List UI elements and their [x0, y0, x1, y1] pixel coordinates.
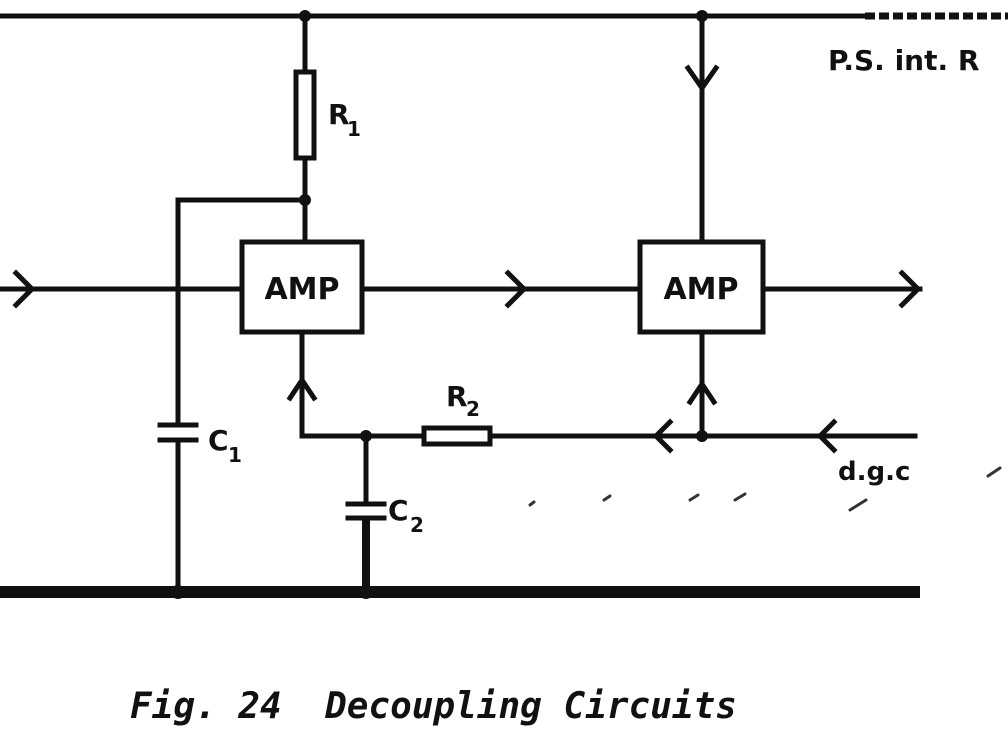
- scan-artifacts: [528, 466, 1002, 512]
- output-arrow-icon: [898, 269, 922, 309]
- r1-subscript: 1: [347, 117, 361, 141]
- c2-subscript: 2: [410, 513, 424, 537]
- agc-label: d.g.c: [838, 457, 910, 487]
- c2-letter: C: [388, 494, 409, 527]
- r2-subscript: 2: [466, 397, 480, 421]
- figure-caption: Fig. 24 Decoupling Circuits: [130, 686, 737, 727]
- amplifier-1-label: AMP: [264, 272, 339, 307]
- c2-label: C 2: [388, 494, 424, 537]
- c1-feed-wire: [175, 197, 308, 428]
- interstage-arrow-icon: [504, 269, 528, 309]
- amp1-agc-arrow-up-icon: [286, 375, 318, 402]
- r1-letter: R: [328, 98, 350, 131]
- agc-arrow-left-icon: [652, 418, 674, 454]
- r2-letter: R: [446, 380, 468, 413]
- amplifier-2-label: AMP: [663, 272, 738, 307]
- resistor-r2: [421, 425, 493, 447]
- r2-label: R 2: [446, 380, 480, 421]
- supply-arrow-down-icon: [684, 64, 720, 93]
- resistor-r1: [293, 69, 317, 161]
- amp2-agc-arrow-up-icon: [686, 379, 718, 406]
- c1-letter: C: [208, 424, 229, 457]
- r1-label: R 1: [328, 98, 361, 141]
- c1-label: C 1: [208, 424, 242, 467]
- input-arrow-icon: [12, 269, 36, 309]
- power-supply-internal-resistance-label: P.S. int. R: [828, 44, 979, 77]
- agc-input-arrow-left-icon: [816, 418, 838, 454]
- c1-subscript: 1: [228, 443, 242, 467]
- junction-dot: [696, 430, 708, 442]
